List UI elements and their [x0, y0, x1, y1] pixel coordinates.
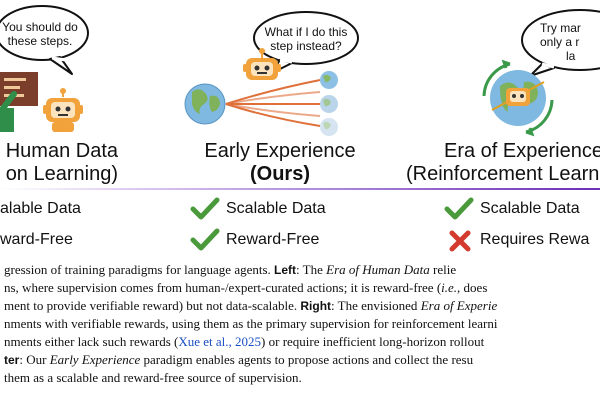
middle-property-1: Scalable Data: [226, 200, 326, 217]
left-property-1: alable Data: [0, 200, 81, 217]
caption-line-1: gression of training paradigms for langu…: [4, 262, 457, 277]
right-property-1: Scalable Data: [480, 200, 580, 217]
left-panel-title-line2: on Learning): [5, 163, 118, 185]
right-property-2: Requires Rewa: [480, 231, 590, 248]
right-speech-bubble: [521, 9, 600, 77]
right-bubble-line2: only a r: [540, 35, 580, 49]
middle-panel-title-line2: (Ours): [250, 163, 310, 185]
right-illustration: [482, 9, 600, 137]
robot-icon: [43, 88, 83, 132]
right-bubble-line1: Try mar: [540, 21, 581, 35]
check-icon: [444, 197, 474, 220]
left-speech-bubble: [0, 5, 89, 75]
right-panel-title-line1: Era of Experience: [444, 140, 600, 162]
right-bubble-line3: la: [566, 49, 576, 63]
right-panel-title-line2: (Reinforcement Learn: [406, 163, 600, 185]
middle-bubble-line2: step instead?: [270, 39, 342, 53]
middle-bubble-line1: What if I do this: [264, 25, 348, 39]
caption-line-5: nments either lack such rewards (Xue et …: [4, 334, 485, 349]
middle-property-2: Reward-Free: [226, 231, 320, 248]
right-robot-icon: [506, 88, 530, 106]
left-panel-title-line1: Human Data: [5, 140, 118, 162]
caption-line-2: ns, where supervision comes from human-/…: [4, 280, 488, 295]
check-icon: [190, 228, 220, 251]
earth-icon: [184, 83, 226, 125]
branching-arrows: [225, 79, 321, 127]
left-bubble-line1: You should do: [2, 20, 78, 34]
middle-panel-title-line1: Early Experience: [204, 140, 356, 162]
caption-line-4: nments with verifiable rewards, using th…: [4, 316, 498, 331]
left-property-2: ward-Free: [0, 231, 73, 248]
teacher-icon: [0, 91, 17, 132]
caption-line-3: ment to provide verifiable reward) but n…: [4, 298, 498, 313]
citation-link[interactable]: Xue et al., 2025: [178, 334, 262, 349]
small-earth-icons: [320, 71, 338, 136]
middle-illustration: [184, 11, 359, 136]
left-illustration: [0, 5, 89, 132]
check-icon: [190, 197, 220, 220]
cross-icon: [449, 230, 471, 252]
left-bubble-line2: these steps.: [7, 34, 73, 48]
gradient-divider: [0, 188, 600, 190]
caption-line-7: them as a scalable and reward-free sourc…: [4, 370, 302, 385]
caption-line-6: ter: Our Early Experience paradigm enabl…: [4, 352, 474, 367]
middle-robot-icon: [243, 48, 281, 80]
